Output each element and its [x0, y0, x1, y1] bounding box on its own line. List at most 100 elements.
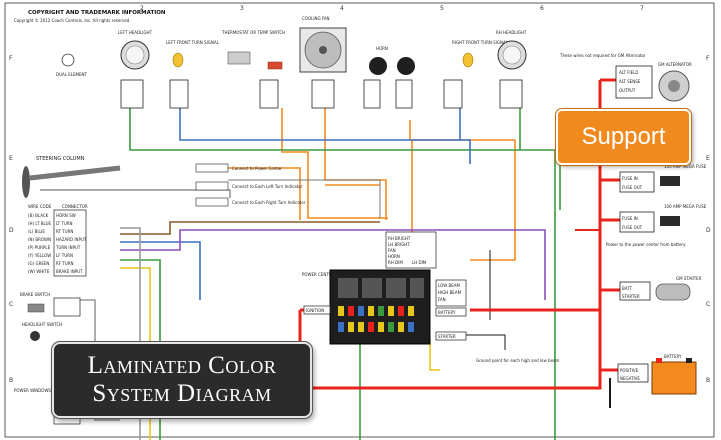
- steering-wheel-icon: [22, 166, 30, 198]
- fuse-icon-4: [368, 306, 374, 316]
- alt-note: These wires not required for GM Alternat…: [559, 53, 646, 58]
- wire-yellow-pc: [429, 340, 440, 371]
- fuse-b-icon: [660, 216, 680, 226]
- right-turn-label: RIGHT FRONT TURN SIGNAL: [452, 40, 509, 45]
- grid-number-7: 7: [640, 5, 644, 12]
- pc-out-low-beam: LOW BEAM: [438, 283, 460, 288]
- grid-letter-b: B: [9, 377, 13, 384]
- column-shaft-icon: [29, 165, 121, 181]
- wire-code-4: (P) PURPLE: [28, 245, 51, 250]
- fan-connector: [311, 79, 335, 109]
- headlight-lens-icon: [125, 45, 145, 65]
- wire-orange-temp: [281, 108, 388, 219]
- support-button[interactable]: Support: [556, 109, 691, 165]
- relay-label-5: LH DIM: [412, 260, 427, 265]
- grid-number-6: 6: [540, 5, 544, 12]
- wire-fn-0: HORN SW: [56, 213, 76, 218]
- relay-2-icon: [362, 278, 382, 298]
- wire-harness: [40, 78, 620, 440]
- fuse-icon-14: [388, 322, 394, 332]
- callout-power-center: Connect to Power Center: [232, 166, 282, 171]
- fuse-icon-6: [388, 306, 394, 316]
- starter: BATT STARTER GM STARTER: [619, 276, 702, 301]
- fuse-b-out: FUSE OUT: [622, 225, 643, 230]
- left-front-turn-signal: LEFT FRONT TURN SIGNAL: [166, 40, 220, 109]
- wire-code-6: (G) GREEN: [28, 261, 49, 266]
- turn-connector: [169, 79, 189, 109]
- alt-terminal-output: OUTPUT: [619, 88, 636, 93]
- wire-fn-1: LT TURN: [56, 221, 73, 226]
- turn-bulb-icon: [172, 52, 184, 68]
- wire-code-3: (N) BROWN: [28, 237, 51, 242]
- callout-box-pc: [195, 163, 229, 173]
- pc-ignition: IGNITION: [306, 308, 324, 313]
- wire-code-7: (W) WHITE: [28, 269, 50, 274]
- callout-right-turn: Connect to Each Right Turn Indicator: [232, 200, 306, 205]
- steering-column-label: STEERING COLUMN: [36, 156, 85, 162]
- battery: POSITIVE NEGATIVE BATTERY: [617, 354, 697, 395]
- relay-4-icon: [410, 278, 424, 298]
- temp-switch: THERMOSTAT OR TEMP SWITCH: [221, 30, 285, 109]
- wire-code-5: (Y) YELLOW: [28, 253, 51, 258]
- horn-right-icon: [397, 57, 415, 75]
- grid-number-4: 4: [340, 5, 344, 12]
- wire-orange-pc: [228, 167, 301, 220]
- power-center: POWER CENTER RH BRIGHT LH BRIGHT FAN HOR…: [302, 231, 467, 345]
- wire-code-connector: [53, 209, 87, 277]
- temp-connector: [259, 79, 279, 109]
- fuse-icon-2: [348, 306, 354, 316]
- wire-brown: [120, 221, 380, 235]
- power-center-label: POWER CENTER: [302, 272, 334, 277]
- temp-sender-icon: [267, 61, 283, 70]
- headlight-switch-label: HEADLIGHT SWITCH: [22, 322, 62, 327]
- right-headlight: RH HEADLIGHT: [496, 30, 527, 109]
- alt-terminal-field: ALT FIELD: [619, 70, 638, 75]
- grid-letter-d: D: [9, 227, 14, 234]
- wire-blue-top: [179, 108, 471, 164]
- starter-terminal-batt: BATT: [622, 286, 633, 291]
- wire-fn-4: TURN INPUT: [55, 245, 81, 250]
- callout-box-lt: [195, 181, 229, 191]
- battery-label: BATTERY: [664, 354, 682, 359]
- power-window-label: POWER WINDOWS: [14, 388, 51, 393]
- relay-label-0: RH BRIGHT: [388, 236, 411, 241]
- fuse-icon-10: [348, 322, 354, 332]
- dual-element-bulb: DUAL ELEMENT: [56, 53, 87, 77]
- brake-switch: BRAKE SWITCH: [20, 292, 81, 317]
- fuse-a-connector: [619, 171, 655, 193]
- wire-white: [228, 179, 381, 218]
- right-turn-bulb-icon: [462, 52, 474, 68]
- fuse-b-connector: [619, 211, 655, 233]
- right-headlight-label: RH HEADLIGHT: [496, 30, 527, 35]
- wire-code-0: (B) BLACK: [28, 213, 49, 218]
- headlight-connector: [120, 79, 144, 109]
- fuse-a-label: 100 AMP MEGA FUSE: [664, 164, 707, 169]
- callout-box-rt: [195, 197, 229, 207]
- pc-out-high-beam: HIGH BEAM: [438, 290, 462, 295]
- brake-connector: [53, 297, 81, 317]
- pc-battery-connector: [435, 307, 467, 317]
- starter-icon: [655, 283, 691, 301]
- callout-left-turn: Connect to Each Left Turn Indicator: [232, 184, 303, 189]
- right-headlight-lens-icon: [502, 45, 522, 65]
- right-turn-connector: [443, 79, 463, 109]
- grid-letter-f-right: F: [706, 55, 710, 62]
- fuse-icon-5: [378, 306, 384, 316]
- pc-ignition-connector: [303, 305, 331, 315]
- wire-fn-2: RT TURN: [56, 229, 73, 234]
- grid-letter-c-right: C: [706, 301, 710, 308]
- ground-note: Ground point for each high and low beam: [476, 358, 559, 363]
- wire-green-top: [129, 108, 561, 210]
- laminated-diagram-badge: Laminated Color System Diagram: [52, 342, 312, 418]
- horn-left-icon: [369, 57, 387, 75]
- alternator-pulley-icon: [668, 80, 680, 92]
- wire-code-table: WIRE CODE CONNECTOR (B) BLACK HORN SW (H…: [28, 204, 88, 277]
- relay-1-icon: [338, 278, 358, 298]
- horn-label: HORN: [376, 46, 388, 51]
- relay-3-icon: [386, 278, 406, 298]
- thermostat-icon: [227, 51, 251, 65]
- grid-number-3: 3: [240, 5, 244, 12]
- battery-connector: [617, 363, 649, 383]
- fuse-b-label: 100 AMP MEGA FUSE: [664, 204, 707, 209]
- wire-steering-black: [40, 189, 231, 198]
